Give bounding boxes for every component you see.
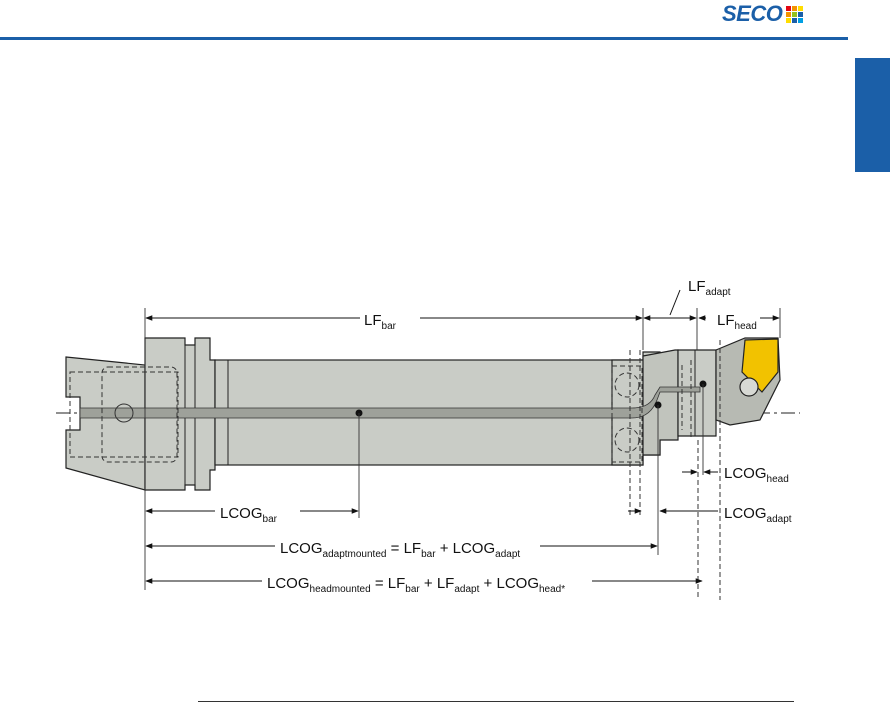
insert-screw bbox=[740, 378, 758, 396]
formula-headmounted: LCOGheadmounted = LFbar + LFadapt + LCOG… bbox=[267, 575, 565, 595]
label-lf-adapt: LFadapt bbox=[688, 278, 731, 298]
adaptor bbox=[643, 350, 678, 455]
footer-rule bbox=[198, 701, 794, 702]
head bbox=[678, 350, 716, 436]
shank-taper bbox=[66, 357, 145, 490]
label-lcog-adapt: LCOGadapt bbox=[724, 505, 792, 525]
tool-drawing bbox=[56, 338, 800, 600]
label-lcog-head: LCOGhead bbox=[724, 465, 789, 485]
label-lf-head: LFhead bbox=[717, 312, 757, 332]
label-lf-bar: LFbar bbox=[364, 312, 397, 332]
label-lcog-bar: LCOGbar bbox=[220, 505, 278, 525]
formula-adaptmounted: LCOGadaptmounted = LFbar + LCOGadapt bbox=[280, 540, 520, 560]
